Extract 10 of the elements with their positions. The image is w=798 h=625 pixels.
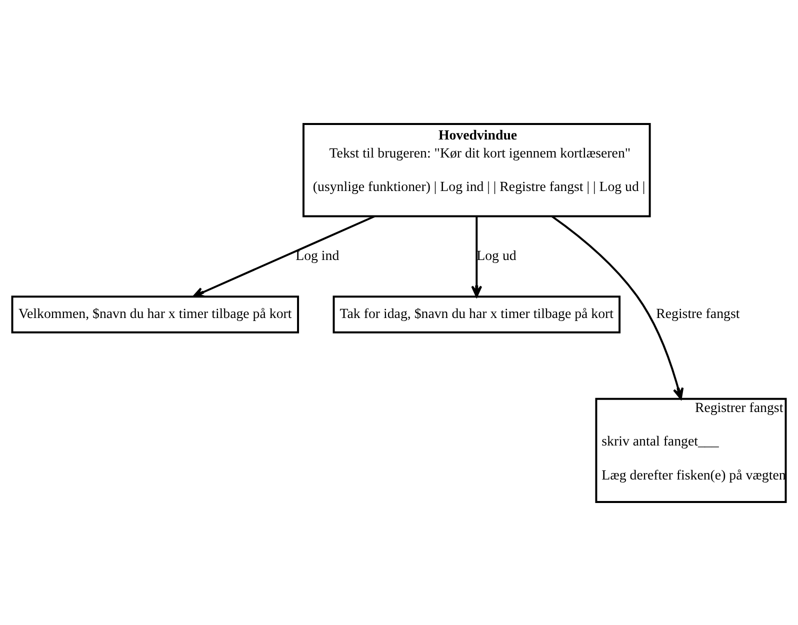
arrow — [471, 216, 482, 297]
node-box: Velkommen, $navn du har x timer tilbage på kort — [11, 295, 300, 333]
node-box: Tak for idag, $navn du har x timer tilbage på kort — [332, 295, 621, 333]
edge-label: Log ind — [296, 248, 340, 264]
node-box: Registrer fangst skriv antal fanget___ Læg derefter fisken(e) på vægten — [595, 397, 787, 503]
arrow — [552, 215, 684, 400]
node-box: Hovedvindue Tekst til brugeren: "Kør dit kort igennem kortlæseren" (usynlige funktioner) | Log ind | | Registre fangst | | Log ud | — [302, 122, 651, 217]
arrow — [192, 214, 375, 298]
edge-label: Log ud — [476, 248, 516, 264]
edge-label: Registre fangst — [656, 306, 740, 322]
